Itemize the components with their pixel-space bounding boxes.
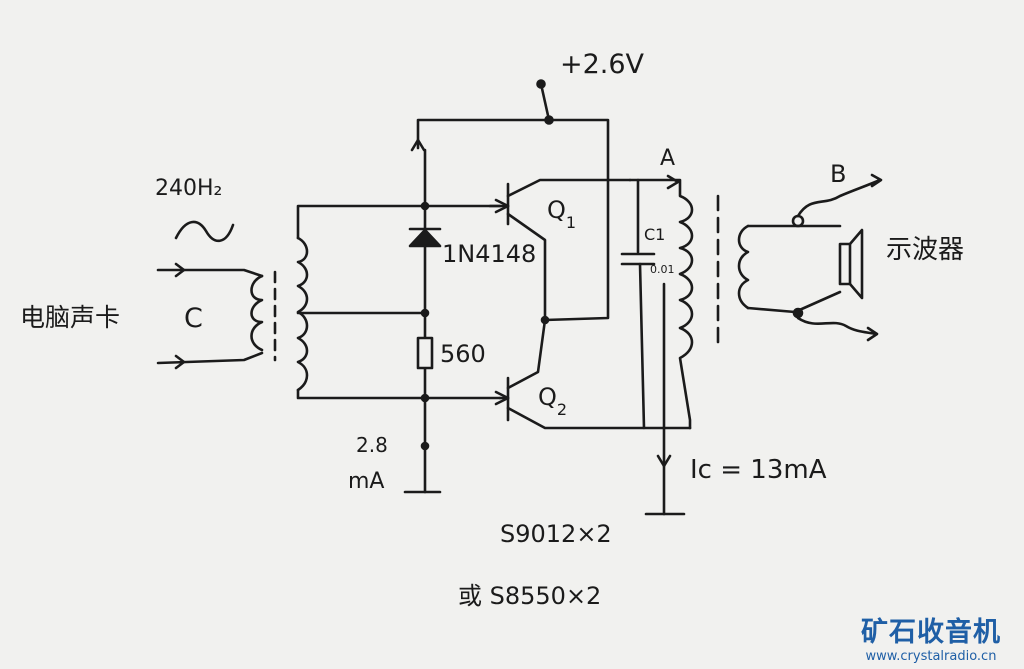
sine-wave-symbol: [174, 220, 235, 243]
watermark-title: 矿石收音机: [861, 617, 1001, 648]
frequency-label: 240H₂: [155, 176, 222, 201]
output-leads: [746, 224, 842, 314]
transistor-q1: [488, 178, 632, 322]
node-a-label: A: [660, 146, 675, 171]
watermark-logo: 矿石收音机 www.crystalradio.cn: [846, 617, 1016, 665]
q2-label: Q2: [538, 383, 567, 419]
transistor-alt-label: 或 S8550×2: [458, 582, 601, 610]
supply-terminal: [536, 79, 554, 125]
bias-unit-label: mA: [348, 469, 384, 494]
node-a-arrow: [666, 174, 680, 190]
transistor-q2: [494, 318, 692, 430]
output-transformer-primary: [636, 178, 694, 430]
probe-arrow-b: [796, 173, 883, 218]
collector-current-label: Ic = 13mA: [690, 455, 827, 485]
diode-1n4148: [408, 227, 442, 248]
bias-current-label: 2.8: [356, 433, 388, 457]
output-transformer-secondary: [737, 224, 750, 310]
input-source-label: 电脑声卡: [20, 303, 120, 332]
node-b-label: B: [830, 160, 846, 188]
resistor-label: 560: [440, 340, 486, 368]
speaker-icon: [838, 228, 864, 300]
capacitor-value-label: 0.01: [650, 263, 675, 276]
secondary-leads: [296, 204, 502, 400]
probe-arrow-ground: [796, 316, 879, 342]
capacitor-c1: [620, 178, 656, 430]
input-transformer-primary: [250, 274, 264, 352]
diode-label: 1N4148: [442, 240, 536, 268]
supply-label: +2.6V: [560, 49, 645, 80]
transistor-part-label: S9012×2: [500, 520, 612, 548]
input-coil-label: C: [184, 303, 203, 334]
top-rail: [416, 118, 610, 322]
q1-label: Q1: [547, 196, 576, 232]
resistor-560: [416, 336, 434, 370]
oscilloscope-label: 示波器: [886, 235, 964, 265]
collector-current-lead: [644, 282, 686, 516]
capacitor-label: C1: [644, 225, 665, 244]
current-arrow-top: [410, 138, 426, 152]
input-arrows: [156, 262, 264, 370]
watermark-url: www.crystalradio.cn: [865, 649, 997, 664]
